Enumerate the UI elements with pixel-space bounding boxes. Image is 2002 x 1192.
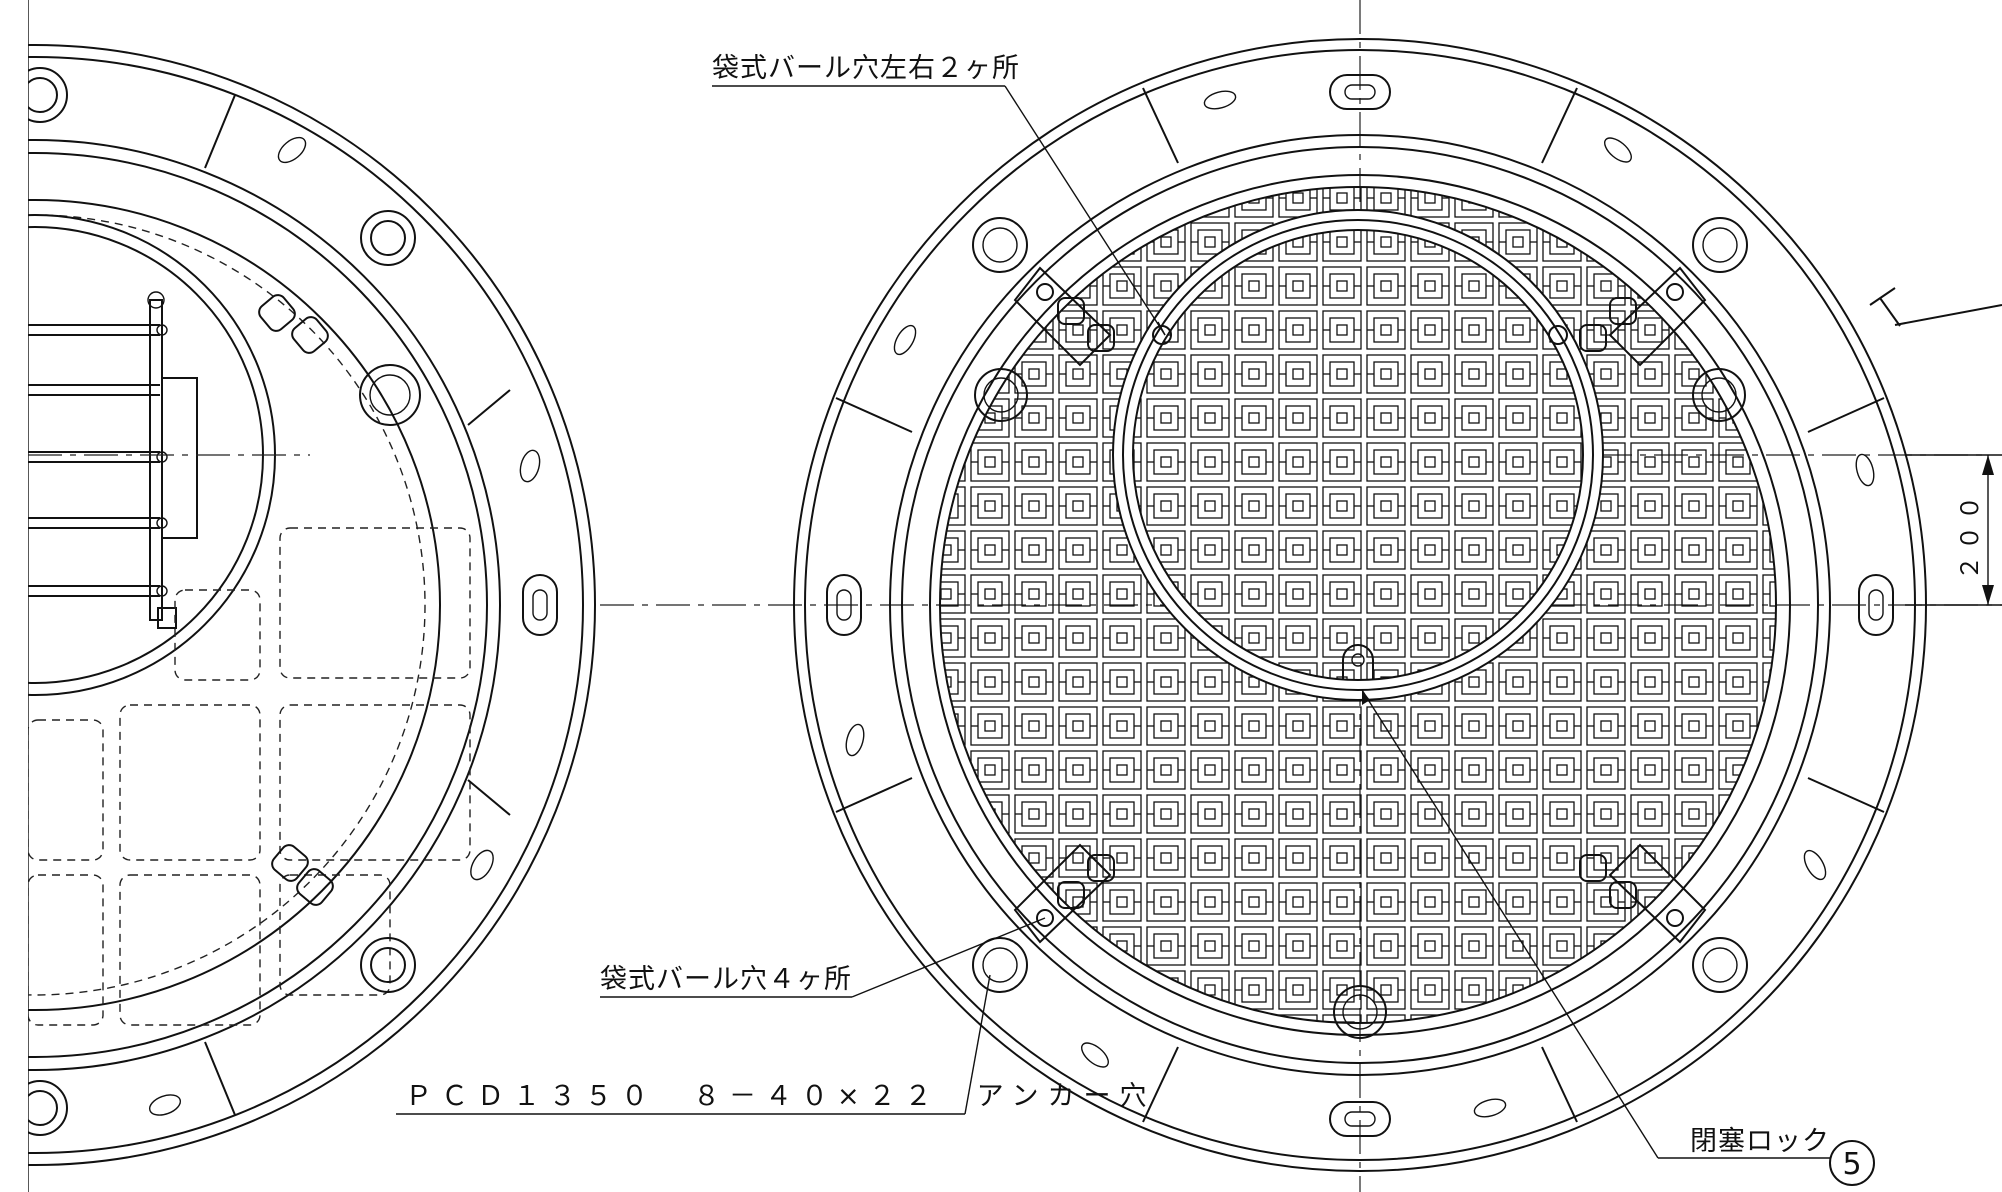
left-frame-ring	[28, 199, 441, 1011]
flange-dividers	[835, 87, 1885, 1123]
left-outer-ring-inner	[28, 56, 584, 1154]
callout-bar-holes-four: 袋式バール穴４ヶ所	[600, 917, 1046, 998]
left-view	[28, 0, 596, 1192]
left-outer-ring	[28, 44, 596, 1166]
section-arrow	[1869, 287, 2002, 327]
inner-lid-pattern	[1133, 230, 1583, 680]
cover-edge	[939, 186, 1777, 1024]
frame-seat-edge	[929, 174, 1791, 1036]
left-flange-slots	[28, 67, 558, 1136]
callout-closure-lock: 閉塞ロック 5	[1361, 689, 1875, 1186]
left-flange-ring-inner	[28, 152, 488, 1058]
left-hidden-ring	[28, 214, 426, 996]
left-flange-ring	[28, 139, 501, 1071]
left-hidden-panels	[28, 527, 471, 1026]
closure-lock-notch	[1342, 644, 1374, 680]
frame-outer-edge	[901, 146, 1819, 1064]
label-bar-holes-four: 袋式バール穴４ヶ所	[600, 964, 852, 995]
corner-bosses	[1013, 266, 1707, 944]
callout-anchor-holes: ＰＣＤ１３５０ ８－４０×２２ アンカー穴	[396, 974, 1156, 1115]
reference-number: 5	[1842, 1147, 1861, 1182]
dimension-text: ２００	[1956, 490, 1984, 580]
label-closure-lock: 閉塞ロック	[1690, 1126, 1830, 1157]
label-bar-holes-left-right: 袋式バール穴左右２ヶ所	[712, 53, 1020, 84]
label-anchor-holes: ＰＣＤ１３５０ ８－４０×２２ アンカー穴	[405, 1081, 1156, 1112]
inner-lid-edge	[1132, 229, 1584, 681]
anchor-holes	[826, 74, 1894, 1137]
right-view	[600, 0, 2002, 1192]
ladder	[28, 291, 198, 629]
left-dividers	[204, 94, 511, 1116]
flange-slots	[845, 90, 1875, 1118]
dimension-200: ２００	[1905, 454, 2002, 606]
callout-bar-holes-left-right: 袋式バール穴左右２ヶ所	[712, 53, 1166, 336]
inner-lid-rim-inner	[1122, 219, 1594, 691]
reference-balloon	[1829, 1140, 1875, 1186]
flange-inner-edge	[889, 134, 1831, 1076]
bar-holes	[974, 283, 1746, 1039]
